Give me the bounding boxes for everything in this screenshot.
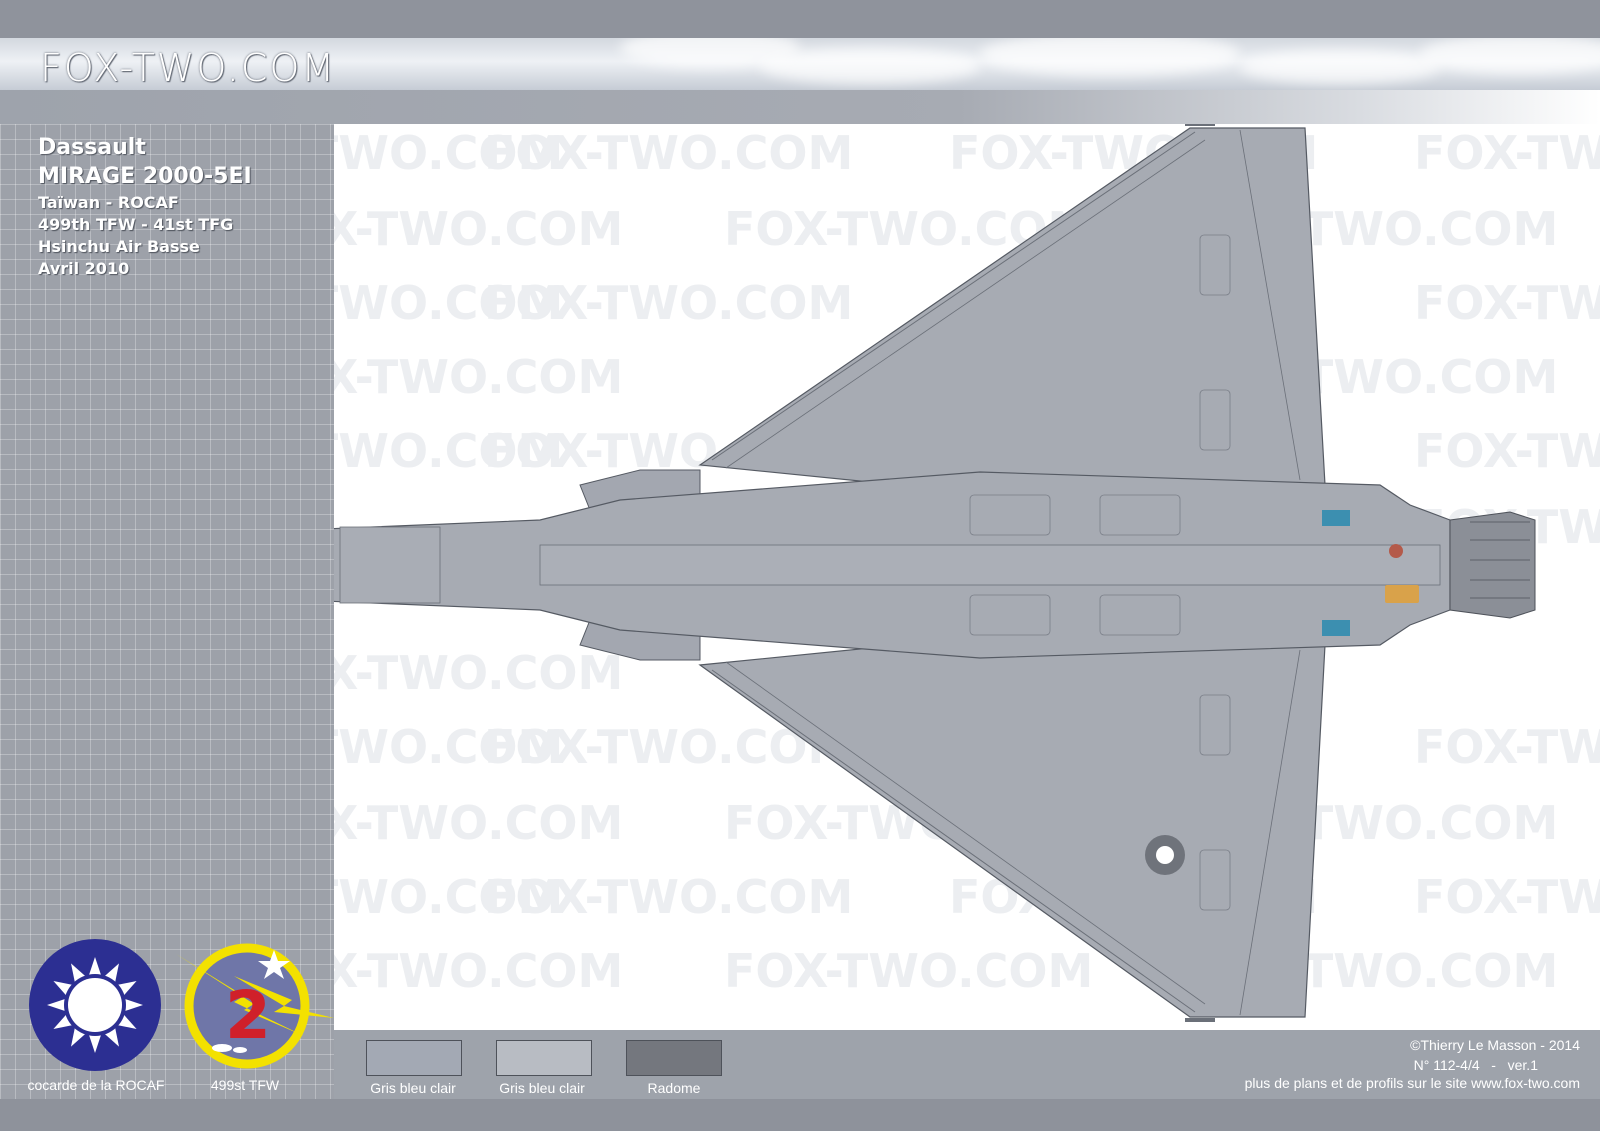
- manufacturer-label: Dassault: [38, 135, 146, 160]
- top-band: [0, 0, 1600, 38]
- upper-wing: [698, 127, 1326, 486]
- watermark: FOX-TWO.COM: [334, 424, 564, 478]
- unit-insignia-icon: 2: [176, 943, 334, 1069]
- swatch-label: Gris bleu clair: [370, 1080, 456, 1096]
- swatch-radome: [626, 1040, 722, 1076]
- swatch-label: Radome: [647, 1080, 701, 1096]
- watermark: FOX-TWO.COM: [1414, 424, 1600, 478]
- date-label: Avril 2010: [38, 259, 130, 278]
- country-label: Taïwan - ROCAF: [38, 193, 179, 212]
- watermark: FOX-TWO.COM: [1414, 870, 1600, 924]
- copyright-text: ©Thierry Le Masson - 2014: [1410, 1037, 1580, 1053]
- mirage-2000-top-view: [334, 124, 1536, 1022]
- site-logo[interactable]: FOX-TWO.COM: [40, 46, 337, 90]
- watermark: FOX-TWO.COM: [334, 646, 624, 700]
- lower-wing: [698, 644, 1326, 1018]
- watermark: FOX-TWO.COM: [1414, 720, 1600, 774]
- base-label: Hsinchu Air Basse: [38, 237, 200, 256]
- watermark: FOX-TWO.COM: [334, 796, 624, 850]
- watermark: FOX-TWO.COM: [334, 350, 624, 404]
- header-banner: [0, 38, 1600, 90]
- watermark: FOX-TWO.COM: [724, 944, 1094, 998]
- swatch-celomer-1625: [496, 1040, 592, 1076]
- watermark: FOX-TWO.COM: [1414, 276, 1600, 330]
- exhaust-nozzle: [1449, 511, 1536, 619]
- watermark: FOX-TWO.COM: [484, 126, 854, 180]
- watermark: FOX-TWO.COM: [334, 126, 564, 180]
- drawing-area: FOX-TWO.COM FOX-TWO.COM FOX-TWO.COM FOX-…: [334, 124, 1600, 1030]
- swatch-gris-bleu-clair: [366, 1040, 462, 1076]
- unit-caption: 499st TFW: [210, 1077, 280, 1093]
- model-label: MIRAGE 2000-5EI: [38, 164, 252, 189]
- roundel-caption: cocarde de la ROCAF: [27, 1077, 165, 1093]
- reference-number: N° 112-4/4 - ver.1: [1413, 1057, 1538, 1073]
- watermark: FOX-TWO.COM: [334, 202, 624, 256]
- watermark: FOX-TWO.COM: [1414, 126, 1600, 180]
- sub-band: [0, 90, 1600, 124]
- insignia-digit: 2: [225, 977, 271, 1054]
- watermark: FOX-TWO.COM: [484, 276, 854, 330]
- roc-roundel-icon: [29, 939, 161, 1071]
- watermark: FOX-TWO.COM: [334, 276, 564, 330]
- site-link-text[interactable]: plus de plans et de profils sur le site …: [1244, 1075, 1580, 1091]
- watermark: FOX-TWO.COM: [484, 870, 854, 924]
- footer-band: [0, 1099, 1600, 1131]
- watermark: FOX-TWO.COM: [334, 870, 564, 924]
- watermark: FOX-TWO.COM: [334, 944, 624, 998]
- info-panel: [0, 124, 334, 1099]
- aircraft-title-block: Dassault MIRAGE 2000-5EI Taïwan - ROCAF …: [38, 134, 252, 280]
- watermark: FOX-TWO.COM: [334, 720, 564, 774]
- unit-label: 499th TFW - 41st TFG: [38, 215, 234, 234]
